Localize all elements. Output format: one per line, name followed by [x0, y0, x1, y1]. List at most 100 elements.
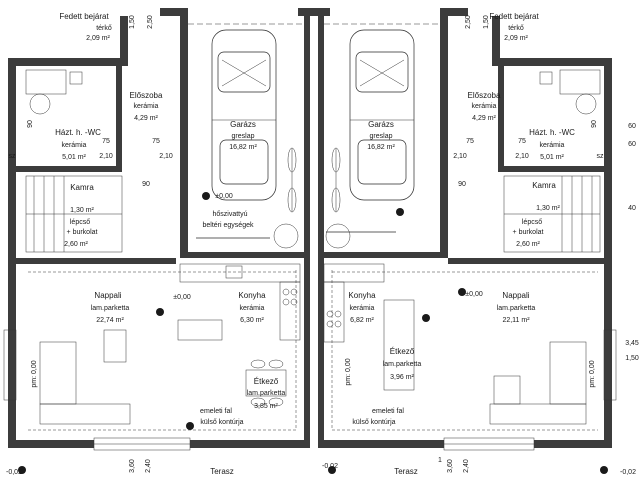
- walls: [3, 8, 617, 451]
- dim-250-top-right: 2,50: [465, 15, 472, 29]
- emeleti-left-2: külső kontúrja: [200, 419, 243, 426]
- hazt-left-area: 5,01 m²: [62, 154, 86, 161]
- dim-75-right-b: 75: [518, 138, 526, 145]
- konyha-left-name: Konyha: [238, 291, 266, 300]
- wall-entry-left: [120, 16, 128, 66]
- sofa-right: [489, 341, 587, 425]
- konyha-left-material: kerámia: [240, 305, 265, 312]
- wall-top-right: [500, 58, 612, 66]
- wall-top-garage-right: [440, 8, 468, 16]
- lepcso-left-material: lépcső: [70, 219, 90, 226]
- etkezo-left-material: lam.parketta: [247, 390, 286, 397]
- wall-garage-back-right: [324, 252, 448, 258]
- dim-sz-right: sz: [597, 153, 605, 160]
- dim-360-bottom-left: 3,60: [129, 459, 136, 473]
- garazs-left-area: 16,82 m²: [229, 144, 257, 151]
- dim-90-wc-left: 90: [27, 120, 34, 128]
- dim-210-right-a: 2,10: [453, 153, 467, 160]
- dim-40-right: 40: [628, 205, 636, 212]
- hazt-right-name: Házt. h. -WC: [529, 128, 575, 137]
- wall-stair-right: [448, 258, 604, 264]
- wall-party-right: [318, 8, 324, 448]
- window-left-side: [3, 329, 17, 401]
- kamra-right-area: 1,30 m²: [536, 205, 560, 212]
- dim-90-right: 90: [458, 181, 466, 188]
- kamra-left-name: Kamra: [70, 183, 94, 192]
- kitchen-left: [177, 263, 301, 341]
- level-bottom-center: -0,02: [322, 463, 338, 470]
- sofa-left: [39, 329, 131, 425]
- eloszoba-left-name: Előszoba: [130, 91, 163, 100]
- emeleti-right-1: emeleti fal: [372, 408, 404, 415]
- wall-wc-left: [16, 166, 122, 172]
- dim-240-bottom-right: 2,40: [463, 459, 470, 473]
- hazt-left-material: kerámia: [62, 142, 87, 149]
- stair-left: [25, 175, 123, 253]
- emeleti-right-2: külső kontúrja: [352, 419, 395, 426]
- nappali-left-name: Nappali: [94, 291, 121, 300]
- etkezo-left-area: 3,85 m²: [254, 403, 278, 410]
- fedett-left-name: Fedett bejárat: [59, 12, 109, 21]
- wall-bottom-right-b: [534, 440, 612, 448]
- wall-bottom-left-a: [8, 440, 94, 448]
- nappali-right-name: Nappali: [502, 291, 529, 300]
- level-living-left: ±0,00: [173, 294, 191, 301]
- window-right-side: [603, 329, 617, 401]
- dim-sz-left: sz: [9, 153, 17, 160]
- dim-75-right: 75: [466, 138, 474, 145]
- fedett-right-area: 2,09 m²: [504, 35, 528, 42]
- level-markers: [18, 192, 608, 474]
- fedett-right-name: Fedett bejárat: [489, 12, 539, 21]
- wall-hall-left: [116, 66, 122, 166]
- dimension-labels: 75 2,10 75 2,10 75 2,10 75 2,10 90 90 60…: [9, 15, 639, 473]
- wall-garage-back-left: [180, 252, 304, 258]
- garazs-right-area: 16,82 m²: [367, 144, 395, 151]
- dim-210-left-b: 2,10: [99, 153, 113, 160]
- lepcso-left-area: 2,60 m²: [64, 241, 88, 248]
- konyha-right-name: Konyha: [348, 291, 376, 300]
- eloszoba-left-material: kerámia: [134, 103, 159, 110]
- level-labels: ±0,00 ±0,00 ±0,00 -0,02 -0,02 -0,02 pm: …: [6, 193, 636, 476]
- dim-150-top-left: 1,50: [129, 15, 136, 29]
- dim-210-left-a: 2,10: [159, 153, 173, 160]
- fedett-right-material: térkő: [508, 25, 524, 32]
- beltéri-label: beltéri egységek: [203, 222, 254, 229]
- dim-90-left: 90: [142, 181, 150, 188]
- wall-hall-right: [498, 66, 504, 166]
- kitchen-right: [323, 263, 415, 391]
- wall-bottom-right-a: [324, 440, 444, 448]
- dim-1-bottom: 1: [438, 457, 442, 464]
- terasz-left-name: Terasz: [210, 467, 234, 476]
- bicycle-right: [331, 147, 341, 213]
- eloszoba-right-material: kerámia: [472, 103, 497, 110]
- wall-top-middle: [298, 8, 330, 16]
- room-labels: Fedett bejárat térkő 2,09 m² Fedett bejá…: [55, 12, 575, 476]
- hazt-right-material: kerámia: [540, 142, 565, 149]
- etkezo-right-area: 3,96 m²: [390, 374, 414, 381]
- pm-right: pm: 0,00: [589, 360, 596, 387]
- wall-garage-right-outer: [440, 8, 448, 258]
- hoszivattyu-label: hőszivattyú: [212, 211, 247, 218]
- dim-75-left-b: 75: [102, 138, 110, 145]
- dim-90-wc-right: 90: [591, 120, 598, 128]
- terasz-right-name: Terasz: [394, 467, 418, 476]
- wall-stair-left: [16, 258, 176, 264]
- level-corner-right: -0,02: [620, 469, 636, 476]
- dim-345-right: 3,45: [625, 340, 639, 347]
- wall-party-left: [304, 8, 310, 448]
- etkezo-right-material: lam.parketta: [383, 361, 422, 368]
- pm-left: pm: 0,00: [31, 360, 38, 387]
- wall-wc-right: [498, 166, 604, 172]
- nappali-left-material: lam.parketta: [91, 305, 130, 312]
- kamra-right-name: Kamra: [532, 181, 556, 190]
- annotation-labels: hőszivattyú beltéri egységek emeleti fal…: [200, 211, 404, 426]
- hazt-left-name: Házt. h. -WC: [55, 128, 101, 137]
- nappali-right-area: 22,11 m²: [502, 317, 530, 324]
- pm-center: pm: 0,00: [345, 358, 352, 385]
- nappali-left-area: 22,74 m²: [96, 317, 124, 324]
- dim-150-top-right: 1,50: [483, 15, 490, 29]
- wall-top-garage-left: [160, 8, 188, 16]
- etkezo-left-name: Étkező: [254, 377, 279, 386]
- etkezo-right-name: Étkező: [390, 347, 415, 356]
